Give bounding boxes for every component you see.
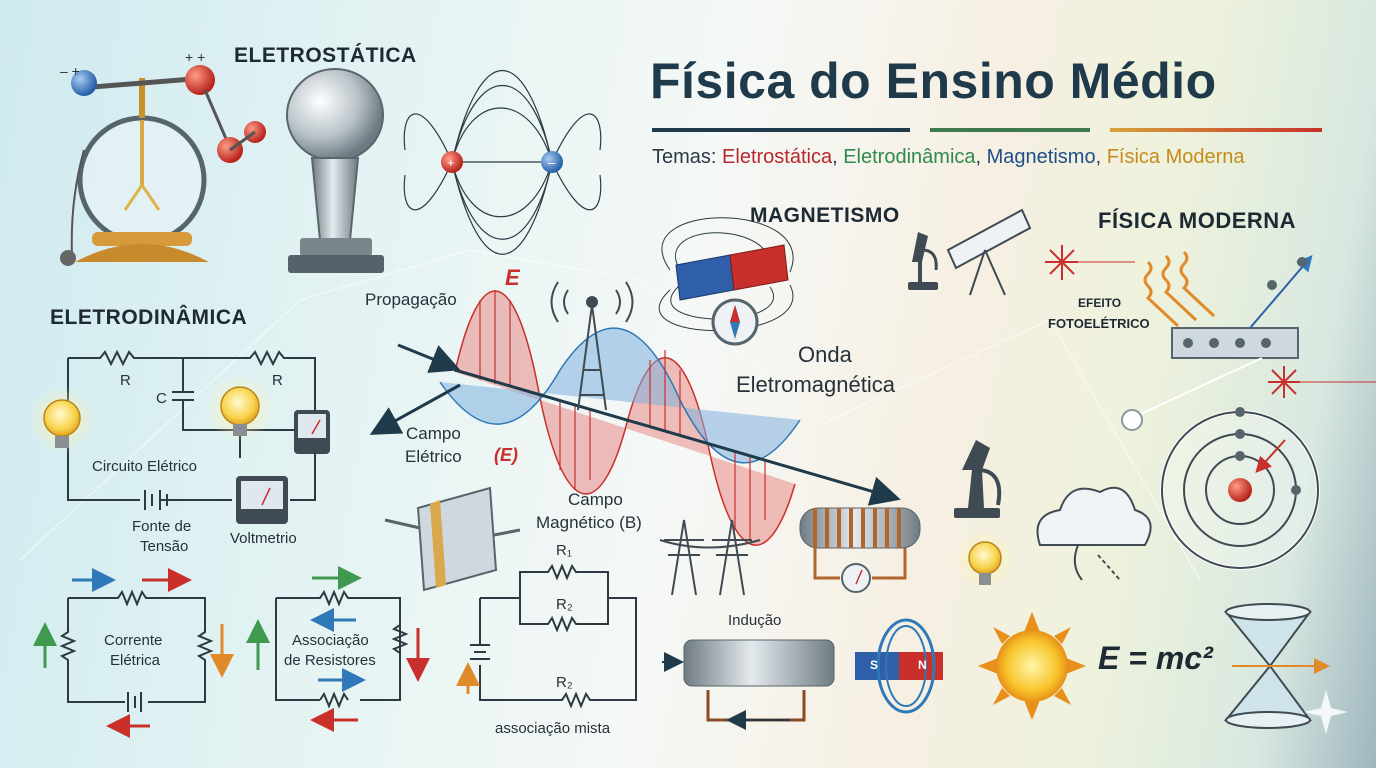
propagation-label: Propagação [365, 290, 457, 309]
equation-emc2: E = mc² [1098, 640, 1213, 676]
light-cone-icon [1223, 603, 1330, 729]
resistor-association [275, 589, 409, 709]
subtitle: Temas: Eletrostática, Eletrodinâmica, Ma… [652, 146, 1245, 169]
photoelectric-label-line2: FOTOELÉTRICO [1048, 316, 1150, 331]
bulb-left-icon [28, 386, 96, 454]
ammeter-icon [294, 410, 330, 454]
mixed-r2-label: R₂ [556, 596, 573, 613]
separator: , [1095, 146, 1107, 168]
magnet-north-label: N [918, 658, 927, 672]
van-de-graaff-icon [286, 68, 384, 273]
b-field-line2: Magnético (B) [536, 513, 642, 532]
microscope-icon [908, 232, 938, 290]
source-label-line1: Fonte de [132, 518, 192, 535]
compass-icon [711, 298, 759, 346]
microscope-2-icon [954, 440, 1002, 518]
separator: , [975, 146, 987, 168]
atom-model-icon [1121, 357, 1320, 570]
magnet-south-label: S [870, 658, 879, 672]
resistors-label-line1: Associação [292, 632, 369, 649]
resistor-right-label: R [272, 372, 283, 389]
voltmeter-label: Voltmetrio [230, 530, 297, 547]
antenna-icon [550, 281, 634, 411]
title-rule-orange [1110, 128, 1322, 132]
page-title: Física do Ensino Médio [650, 53, 1217, 109]
e-field-line2: Elétrico [405, 447, 462, 466]
e-field-line1: Campo [406, 424, 461, 443]
mixed-r1-label: R₁ [556, 542, 572, 559]
laser-burst-2-icon [1268, 366, 1376, 398]
laser-burst-icon [1045, 245, 1135, 280]
circuit-label: Circuito Elétrico [92, 458, 198, 475]
photoelectric-label-line1: EFEITO [1078, 296, 1122, 310]
mixed-r3-label: R₂ [556, 674, 573, 691]
svg-text:–: – [548, 155, 556, 170]
photoelectric-plate-icon [1143, 250, 1313, 359]
induction-coil-icon [662, 636, 835, 730]
e-field-symbol: (E) [494, 445, 518, 465]
em-wave-title-line2: Eletromagnética [736, 372, 895, 397]
dipole-field-lines: + – [403, 69, 602, 255]
b-field-line1: Campo [568, 490, 623, 509]
cloud-icon [1036, 486, 1152, 581]
power-tower-icon [659, 519, 761, 596]
voltmeter-icon [236, 476, 288, 524]
induction-label: Indução [728, 612, 782, 629]
telescope-icon [946, 208, 1032, 296]
topic-electrostatics: Eletrostática [722, 146, 833, 168]
e-vector-label: E [505, 265, 520, 290]
mixed-association-label: associação mista [495, 720, 611, 737]
sun-icon [978, 612, 1086, 720]
topic-modern-physics: Física Moderna [1106, 146, 1245, 168]
electroscope-icon: – + + + [60, 49, 266, 266]
title-rule-green [930, 128, 1090, 132]
capacitor-icon [384, 486, 521, 592]
source-label-line2: Tensão [140, 538, 189, 555]
sparkle-icon [1304, 690, 1348, 734]
subtitle-prefix: Temas: [652, 146, 723, 168]
current-loop [59, 589, 214, 712]
bulb-modern-icon [955, 530, 1015, 590]
em-wave-title-line1: Onda [798, 342, 852, 367]
section-magnetism: MAGNETISMO [750, 204, 900, 227]
resistor-arrows [246, 566, 430, 732]
topic-electrodynamics: Eletrodinâmica [843, 146, 976, 168]
separator: , [832, 146, 844, 168]
section-modern-physics: FÍSICA MODERNA [1098, 208, 1297, 233]
topic-magnetism: Magnetismo [986, 146, 1096, 168]
solenoid-icon [799, 507, 921, 593]
bulb-middle-icon [206, 374, 274, 442]
induction-magnet-icon [855, 618, 943, 714]
section-electrodynamics: ELETRODINÂMICA [50, 306, 248, 329]
mixed-association [470, 563, 637, 709]
resistors-label-line2: de Resistores [284, 652, 376, 669]
electric-circuit [67, 349, 316, 510]
title-rule-navy [652, 128, 910, 132]
svg-text:+: + [447, 155, 455, 170]
resistor-left-label: R [120, 372, 131, 389]
capacitor-label: C [156, 390, 167, 407]
svg-text:– +: – + [60, 63, 80, 79]
current-label-line1: Corrente [104, 632, 163, 649]
svg-text:+ +: + + [185, 49, 205, 65]
em-wave [439, 290, 901, 546]
current-label-line2: Elétrica [110, 652, 161, 669]
current-arrows [33, 568, 234, 738]
section-electrostatics: ELETROSTÁTICA [234, 44, 417, 67]
